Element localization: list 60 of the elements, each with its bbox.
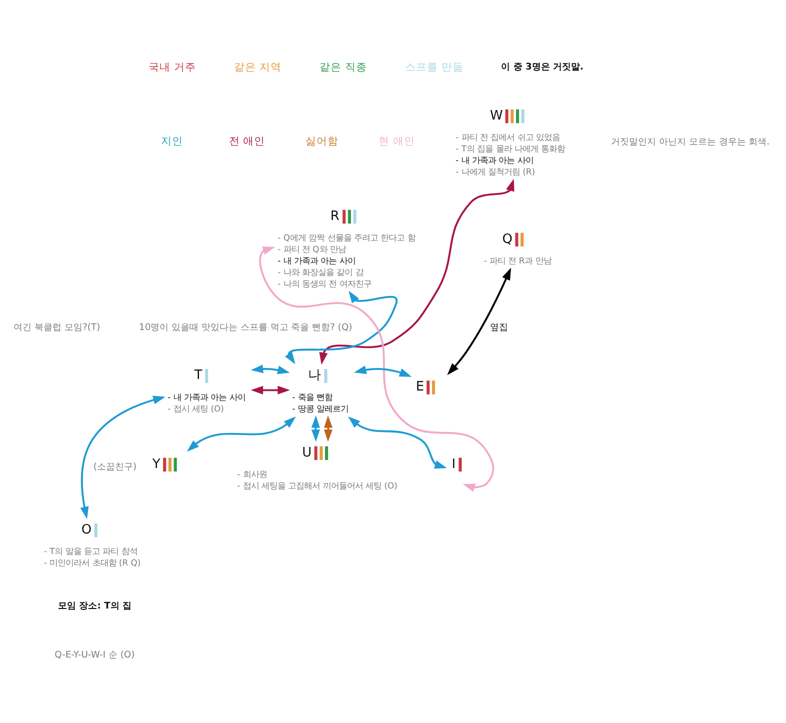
legend-label: 지인 <box>161 134 184 148</box>
legend-label: 국내 거주 <box>148 60 196 74</box>
node-label: - 나의 동생의 전 여자친구 <box>278 278 372 288</box>
node-label: Q <box>502 232 512 247</box>
label: 10명이 있을때 맛있다는 스프를 먹고 죽을 뻔함? (Q) <box>139 322 352 333</box>
arrow <box>80 396 166 519</box>
node-label: 나 <box>308 368 322 384</box>
label: 이 중 3명은 거짓말. <box>501 61 584 72</box>
node-label: - 파티 전 집에서 쉬고 있었음 <box>456 132 560 142</box>
node-box <box>205 369 208 383</box>
node-label: - 내 가족과 아는 사이 <box>456 155 534 166</box>
legend-label: 전 애인 <box>228 134 266 148</box>
node-label: E <box>416 380 424 395</box>
node-label: W <box>490 108 503 124</box>
node-label: - 회사원 <box>237 469 267 480</box>
arrow <box>250 364 290 374</box>
legend-label: 같은 지역 <box>234 60 282 74</box>
legend-label: 싫어함 <box>306 134 339 148</box>
node-label: Y <box>152 456 160 472</box>
arrow <box>250 386 290 394</box>
node-label: - 파티 전 Q와 만남 <box>278 244 346 254</box>
node-label: - 나에게 질척거림 (R) <box>456 166 536 177</box>
node-label: - 파티 전 R과 만남 <box>484 256 552 266</box>
arrow <box>447 268 512 376</box>
node-label: I <box>452 456 456 472</box>
arrow <box>186 416 296 452</box>
label: 거짓말인지 아닌지 모르는 경우는 회색. <box>611 136 770 148</box>
label: Q-E-Y-U-W-I 순 (O) <box>54 650 135 661</box>
node-box <box>324 369 328 383</box>
arrow <box>348 416 447 469</box>
legend-label: 스프를 만듦 <box>405 60 464 74</box>
node-label: - T의 말을 듣고 파티 참석 <box>44 546 138 556</box>
node-label: - 접시 세팅 (O) <box>168 403 224 414</box>
arrow <box>259 246 494 492</box>
node-box <box>458 458 462 472</box>
label: 모임 장소: T의 집 <box>58 600 132 612</box>
node-label: - 내 가족과 아는 사이 <box>278 256 356 266</box>
label: 여긴 북클럽 모임?(T) <box>14 322 100 333</box>
arrow <box>319 178 514 365</box>
node-label: - 내 가족과 아는 사이 <box>168 392 246 402</box>
edge-label: (소꿉친구) <box>93 462 137 473</box>
node-label: - 접시 세팅을 고집해서 끼어들어서 세팅 (O) <box>237 480 398 491</box>
node-label: R <box>330 208 340 224</box>
node-label: - 죽을 뻔함 <box>292 392 333 402</box>
node-label: O <box>81 522 92 538</box>
arrow <box>354 366 412 377</box>
arrow <box>324 416 333 442</box>
arrow <box>284 290 398 364</box>
node-box <box>94 523 98 538</box>
node-label: - 땅콩 알레르기 <box>292 403 349 414</box>
node-label: T <box>194 368 202 384</box>
node-label: - 나와 화장실을 같이 감 <box>278 267 364 278</box>
legend-label: 같은 직종 <box>320 60 368 74</box>
node-label: - T의 집을 몰라 나에게 통화함 <box>456 144 566 154</box>
legend-label: 현 애인 <box>378 134 415 148</box>
node-label: - Q에게 깜짝 선물을 주려고 한다고 함 <box>278 232 416 243</box>
node-label: - 미인이라서 초대함 (R Q) <box>44 558 141 568</box>
arrow <box>311 416 320 442</box>
edge-label: 옆집 <box>490 322 508 333</box>
node-label: U <box>302 445 312 460</box>
